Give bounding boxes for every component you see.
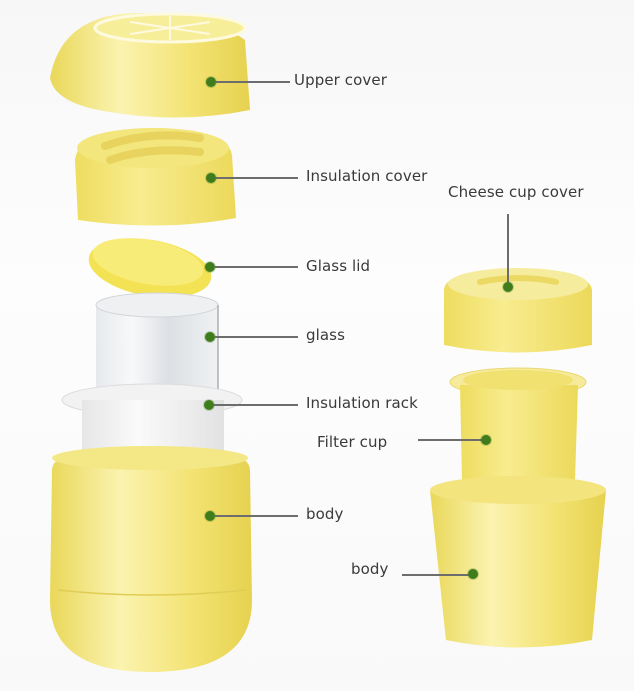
callout-dot-icon <box>468 569 478 579</box>
cheese-cup-cover-shape <box>444 268 592 353</box>
body-left-shape <box>50 446 252 672</box>
callout-dot-icon <box>206 173 216 183</box>
label-body-left: body <box>306 505 344 523</box>
leader-line <box>215 515 298 517</box>
body-right-shape <box>430 476 606 648</box>
leader-line <box>215 266 298 268</box>
label-cheese-cup-cover: Cheese cup cover <box>448 183 584 201</box>
leader-line <box>214 404 298 406</box>
filter-cup-shape <box>449 367 587 485</box>
label-glass-lid: Glass lid <box>306 257 371 275</box>
label-filter-cup: Filter cup <box>317 433 388 451</box>
label-body-right: body <box>351 560 389 578</box>
label-upper-cover: Upper cover <box>294 71 387 89</box>
leader-line <box>216 81 290 83</box>
leader-line <box>418 439 483 441</box>
callout-dot-icon <box>205 332 215 342</box>
callout-dot-icon <box>503 282 513 292</box>
upper-cover-shape <box>50 12 250 118</box>
callout-dot-icon <box>205 511 215 521</box>
glass-lid-shape <box>88 238 212 298</box>
leader-line <box>402 574 470 576</box>
callout-dot-icon <box>206 77 216 87</box>
callout-dot-icon <box>481 435 491 445</box>
insulation-cover-shape <box>75 128 236 226</box>
label-insulation-rack: Insulation rack <box>306 394 418 412</box>
leader-line <box>215 336 298 338</box>
label-insulation-cover: Insulation cover <box>306 167 428 185</box>
leader-line <box>216 177 298 179</box>
callout-dot-icon <box>205 262 215 272</box>
callout-dot-icon <box>204 400 214 410</box>
leader-line <box>507 214 509 284</box>
label-glass: glass <box>306 326 346 344</box>
